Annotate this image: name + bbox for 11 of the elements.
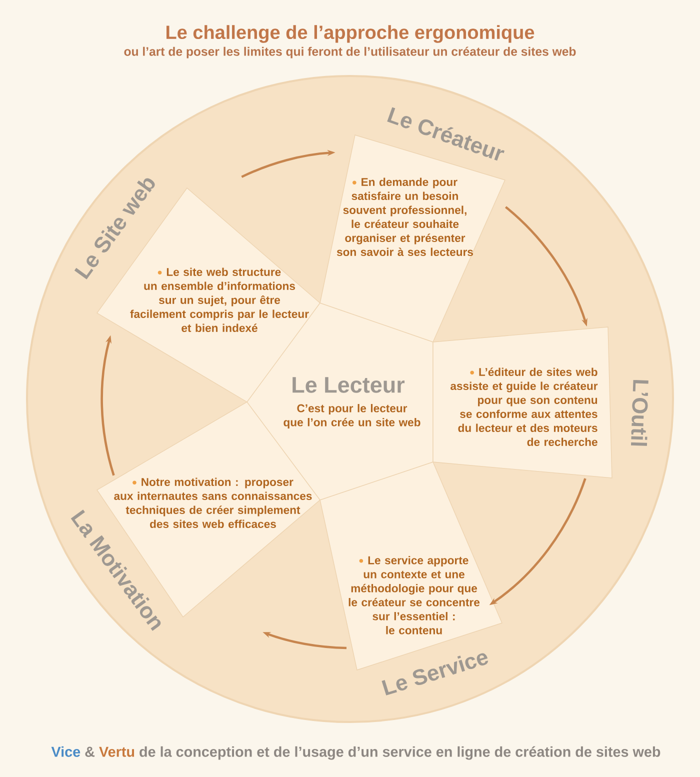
sector-title: L’Outil [631,380,648,446]
title: Le challenge de l’approche ergonomique [166,25,534,43]
sector-text: Le service apporte un contexte et une méthodologie pour que le créateur se concentre sur l’essentiel : le contenu [348,556,480,634]
sector-text: L’éditeur de sites web assiste et guide le créateur pour que son contenu se conforme aux attentes du lecteur et des moteurs de recherche [432,326,612,478]
sector-text: Notre motivation : proposer aux internautes sans connaissances techniques de créer simplement des sites web efficaces [114,478,312,528]
sector-title: Le Service [382,653,488,696]
hub-title: Le Lecteur [292,377,405,393]
hub-text: C’est pour le lecteur que l’on crée un site web [284,404,420,429]
subtitle: ou l’art de poser les limites qui feront de l’utilisateur un créateur de sites web [124,46,576,58]
caption: Vice & Vertu de la conception et de l’usage d’un service en ligne de création de sites web [51,746,660,760]
sector-text: En demande pour satisfaire un besoin souvent professionnel, le créateur souhaite organiser et présenter son savoir à ses lecteurs [336,178,473,256]
